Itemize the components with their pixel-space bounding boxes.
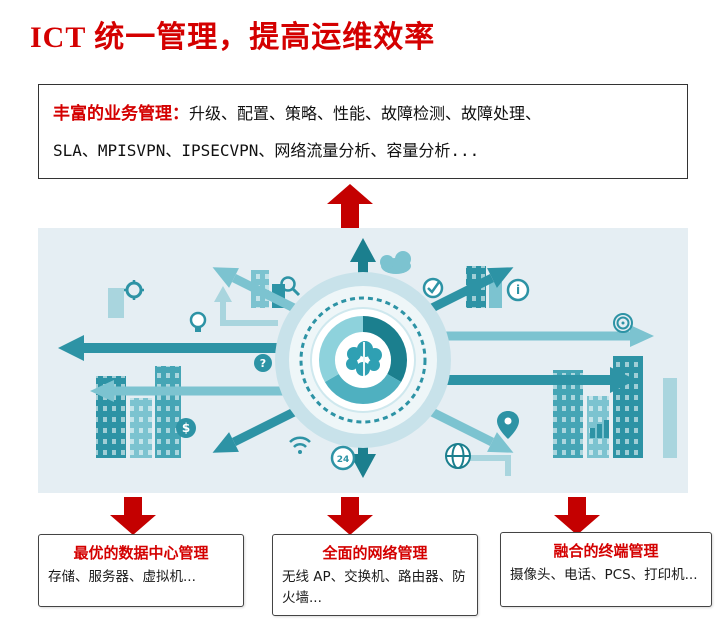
clock-24-icon: 24 xyxy=(330,445,356,471)
feature-line-2: SLA、MPISVPN、IPSECVPN、网络流量分析、容量分析... xyxy=(53,133,673,168)
question-icon: ? xyxy=(254,354,272,372)
network-management-content: 无线 AP、交换机、路由器、防火墙... xyxy=(282,569,466,606)
building-icon xyxy=(108,288,124,318)
feature-content-1: 升级、配置、策略、性能、故障检测、故障处理、 xyxy=(189,104,542,123)
up-arrow-icon xyxy=(327,184,373,228)
terminal-management-content: 摄像头、电话、PCS、打印机... xyxy=(510,567,698,583)
brain-icon xyxy=(346,341,382,376)
datacenter-management-box: 最优的数据中心管理 存储、服务器、虚拟机... xyxy=(38,534,244,607)
central-hub xyxy=(275,272,451,448)
svg-text:i: i xyxy=(516,283,520,297)
svg-text:?: ? xyxy=(260,357,266,370)
check-icon xyxy=(422,277,444,299)
down-arrow-icon xyxy=(554,497,600,535)
building-icon xyxy=(155,366,181,458)
building-icon xyxy=(613,356,643,458)
infographic: i $ ? 24 xyxy=(38,228,688,493)
magnifier-icon xyxy=(280,276,301,297)
lightbulb-icon xyxy=(189,311,207,332)
network-management-title: 全面的网络管理 xyxy=(322,544,428,562)
feature-box: 丰富的业务管理：升级、配置、策略、性能、故障检测、故障处理、 SLA、MPISV… xyxy=(38,84,688,179)
down-arrow-icon xyxy=(110,497,156,535)
down-arrow-icon xyxy=(327,497,373,535)
target-icon xyxy=(613,313,633,333)
infographic-svg: i $ ? 24 xyxy=(38,228,688,493)
datacenter-management-content: 存储、服务器、虚拟机... xyxy=(48,569,196,585)
svg-text:24: 24 xyxy=(337,455,350,465)
svg-text:$: $ xyxy=(182,421,190,435)
building-icon xyxy=(663,378,677,458)
building-icon xyxy=(489,282,502,308)
location-pin-icon xyxy=(497,411,519,439)
bar-chart-icon xyxy=(590,420,609,438)
network-management-box: 全面的网络管理 无线 AP、交换机、路由器、防火墙... xyxy=(272,534,478,616)
feature-content-2: SLA、MPISVPN、IPSECVPN、网络流量分析、容量分析... xyxy=(53,141,480,161)
donut-chart xyxy=(318,316,408,405)
gear-icon xyxy=(124,280,144,300)
info-icon: i xyxy=(506,278,530,302)
terminal-management-title: 融合的终端管理 xyxy=(553,542,659,560)
page-title: ICT 统一管理，提高运维效率 xyxy=(30,21,436,54)
building-icon xyxy=(130,398,152,458)
dollar-icon: $ xyxy=(176,418,196,438)
scatter-icons: i $ ? 24 xyxy=(124,251,633,471)
wifi-icon xyxy=(289,436,311,454)
feature-label: 丰富的业务管理： xyxy=(53,104,189,124)
globe-icon xyxy=(445,443,471,469)
feature-line-1: 丰富的业务管理：升级、配置、策略、性能、故障检测、故障处理、 xyxy=(53,96,673,133)
terminal-management-box: 融合的终端管理 摄像头、电话、PCS、打印机... xyxy=(500,532,712,607)
datacenter-management-title: 最优的数据中心管理 xyxy=(73,544,209,562)
cloud-icon xyxy=(380,251,411,274)
